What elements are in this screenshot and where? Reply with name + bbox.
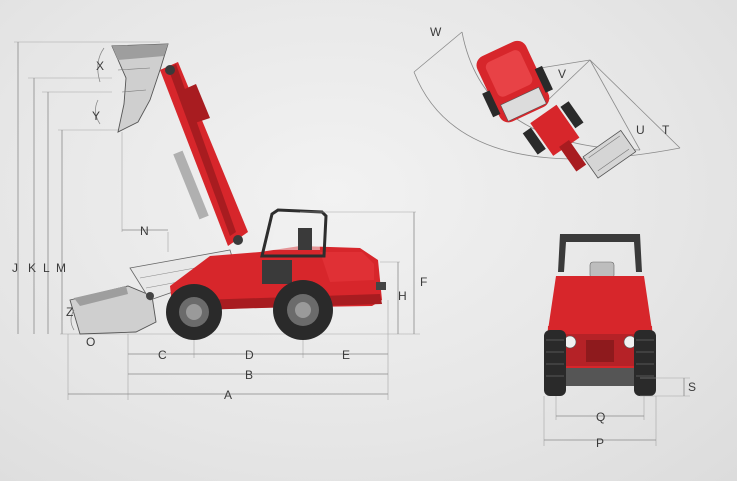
label-d: D (245, 348, 254, 362)
label-t: T (662, 123, 670, 137)
label-m: M (56, 261, 66, 275)
label-y: Y (92, 109, 100, 123)
operator-cab (260, 208, 328, 284)
raised-bucket (111, 43, 169, 133)
label-v: V (558, 67, 566, 81)
label-n: N (140, 224, 149, 238)
label-b: B (245, 368, 253, 382)
label-a: A (224, 388, 232, 402)
label-s: S (688, 380, 696, 394)
side-view-loader (60, 43, 420, 340)
label-c: C (158, 348, 167, 362)
front-view-dimensions (543, 377, 690, 446)
front-view-loader (544, 234, 656, 396)
label-l: L (43, 261, 50, 275)
label-q: Q (596, 410, 605, 424)
label-w: W (430, 25, 442, 39)
label-e: E (342, 348, 350, 362)
label-z: Z (66, 305, 73, 319)
telescopic-boom (160, 62, 248, 246)
front-wheel (166, 284, 222, 340)
label-x: X (96, 59, 104, 73)
rear-wheel (273, 280, 333, 340)
label-f: F (420, 275, 427, 289)
label-o: O (86, 335, 95, 349)
label-p: P (596, 436, 604, 450)
label-k: K (28, 261, 36, 275)
label-h: H (398, 289, 407, 303)
top-view-loader (413, 31, 681, 179)
label-u: U (636, 123, 645, 137)
top-view-labels: W V U T (430, 25, 670, 137)
label-j: J (12, 261, 18, 275)
front-view-labels: Q P S (596, 380, 696, 450)
side-view-dimensions (14, 41, 416, 400)
side-view-labels: J K L M X Y N Z O F H C D E B A (12, 59, 427, 402)
